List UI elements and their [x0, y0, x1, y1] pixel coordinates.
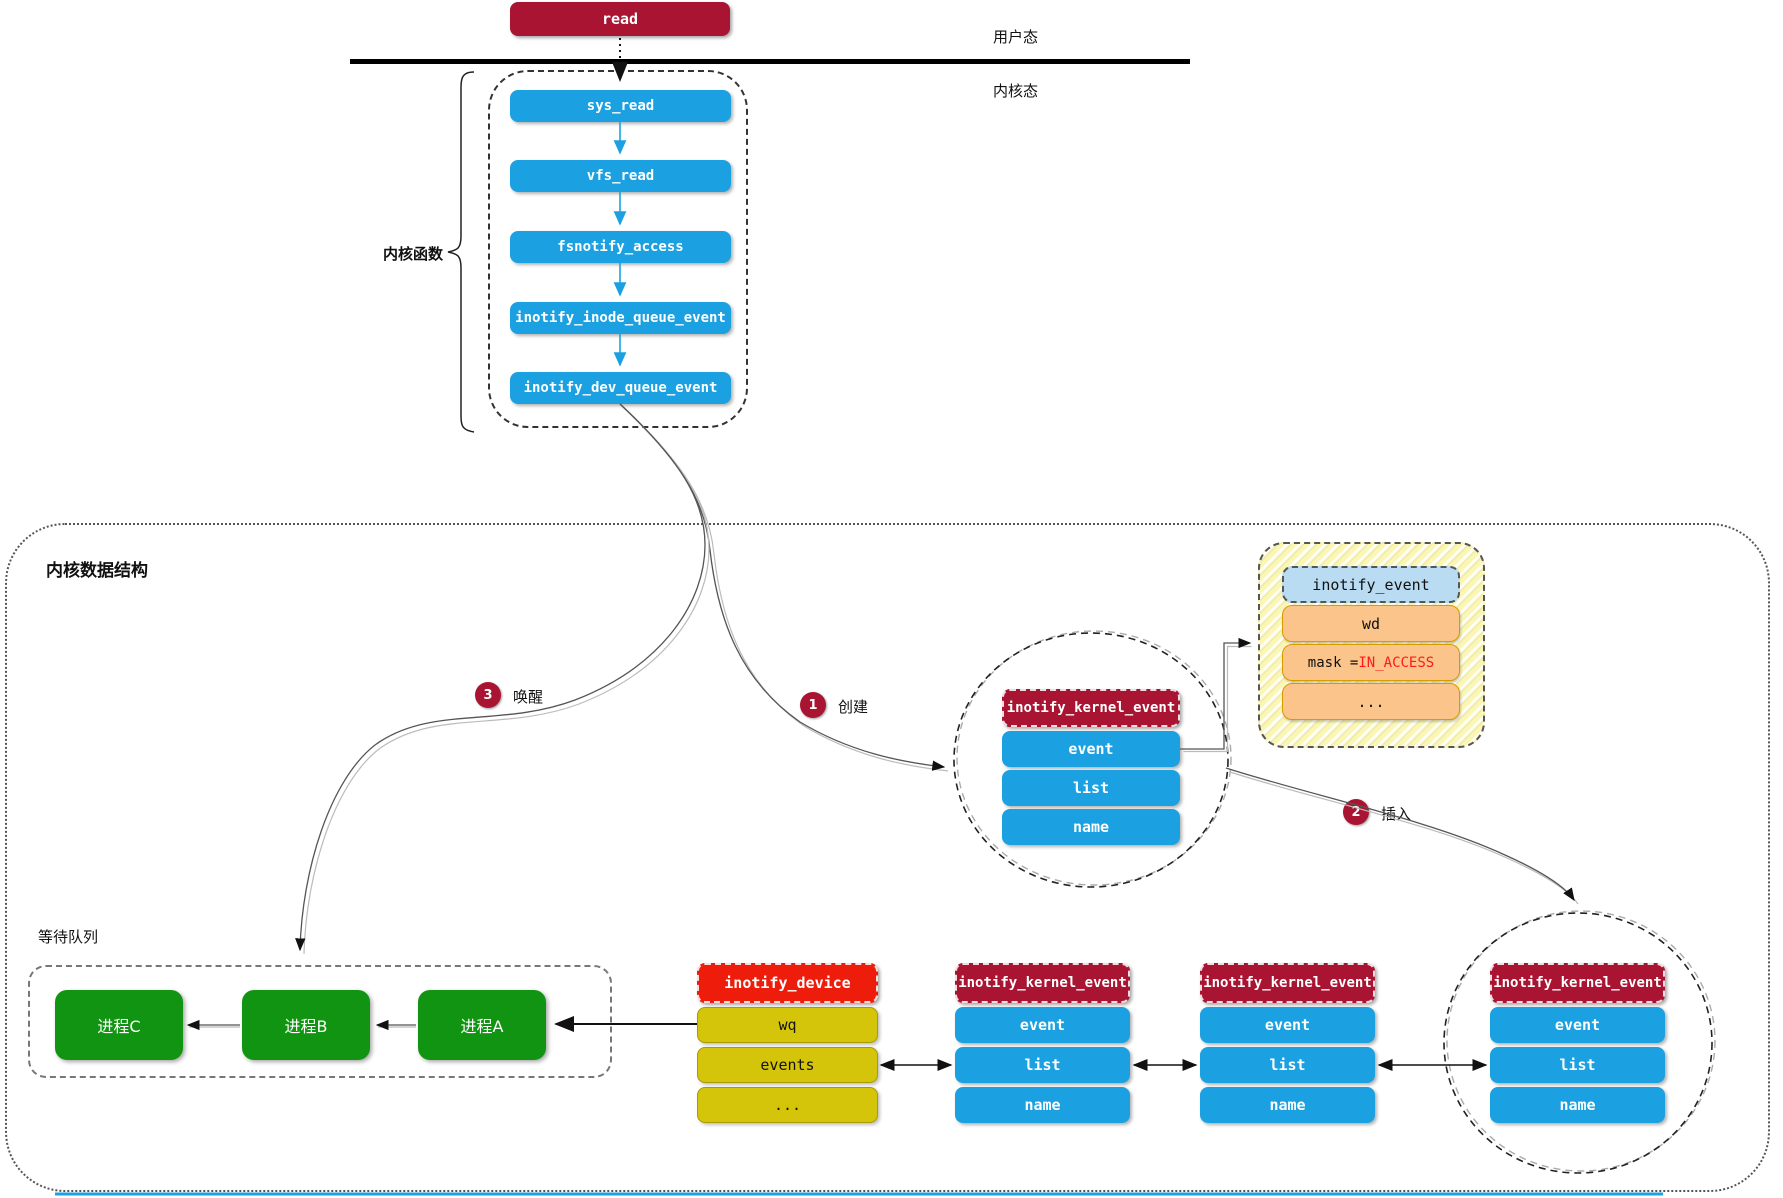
kernel-mode-label: 内核态 — [993, 82, 1039, 100]
inotify-device-row-wq: wq — [697, 1007, 878, 1043]
kernel-event-middle-header: inotify_kernel_event — [1002, 689, 1180, 727]
kernel-event-2-row-event: event — [1200, 1007, 1375, 1043]
user-kernel-boundary-line — [350, 59, 1190, 64]
mask-label: mask = — [1307, 654, 1359, 671]
kernel-event-2-row-list: list — [1200, 1047, 1375, 1083]
mask-value: IN_ACCESS — [1358, 654, 1435, 671]
user-mode-label: 用户态 — [993, 28, 1039, 46]
inotify-event-row-mask: mask = IN_ACCESS — [1282, 644, 1460, 681]
kernel-event-middle-row-list: list — [1002, 770, 1180, 806]
kernel-event-middle-row-event: event — [1002, 731, 1180, 767]
process-b-box: 进程B — [242, 990, 370, 1060]
fn-fsnotify-access: fsnotify_access — [510, 231, 731, 263]
inotify-event-row-more: ... — [1282, 683, 1460, 720]
step-1-badge: 1 — [800, 692, 826, 718]
kernel-data-structures-title: 内核数据结构 — [46, 561, 148, 581]
inotify-event-header: inotify_event — [1282, 566, 1460, 603]
read-syscall-box: read — [510, 2, 730, 36]
step-1-label: 创建 — [838, 698, 869, 716]
fn-inotify-inode-queue-event: inotify_inode_queue_event — [510, 302, 731, 334]
kernel-event-3-row-list: list — [1490, 1047, 1665, 1083]
kernel-event-2-header: inotify_kernel_event — [1200, 963, 1375, 1003]
kernel-event-3-row-event: event — [1490, 1007, 1665, 1043]
wait-queue-label: 等待队列 — [38, 928, 99, 946]
step-2-label: 插入 — [1381, 805, 1412, 823]
kernel-event-3-row-name: name — [1490, 1087, 1665, 1123]
step-3-badge: 3 — [475, 682, 501, 708]
kernel-event-1-row-name: name — [955, 1087, 1130, 1123]
kernel-event-1-header: inotify_kernel_event — [955, 963, 1130, 1003]
kernel-event-1-row-list: list — [955, 1047, 1130, 1083]
process-c-box: 进程C — [55, 990, 183, 1060]
wait-queue-container — [28, 965, 612, 1078]
fn-inotify-dev-queue-event: inotify_dev_queue_event — [510, 372, 731, 404]
step-3-label: 唤醒 — [513, 688, 544, 706]
fn-vfs-read: vfs_read — [510, 160, 731, 192]
kernel-event-middle-row-name: name — [1002, 809, 1180, 845]
inotify-device-row-events: events — [697, 1047, 878, 1083]
kernel-event-1-row-event: event — [955, 1007, 1130, 1043]
inotify-device-row-more: ... — [697, 1087, 878, 1123]
inotify-event-row-wd: wd — [1282, 605, 1460, 642]
kernel-functions-group-label: 内核函数 — [382, 245, 443, 263]
inotify-device-header: inotify_device — [697, 963, 878, 1003]
kernel-event-2-row-name: name — [1200, 1087, 1375, 1123]
process-a-box: 进程A — [418, 990, 546, 1060]
step-2-badge: 2 — [1343, 799, 1369, 825]
kernel-event-3-header: inotify_kernel_event — [1490, 963, 1665, 1003]
kernel-functions-brace — [447, 71, 475, 433]
fn-sys-read: sys_read — [510, 90, 731, 122]
